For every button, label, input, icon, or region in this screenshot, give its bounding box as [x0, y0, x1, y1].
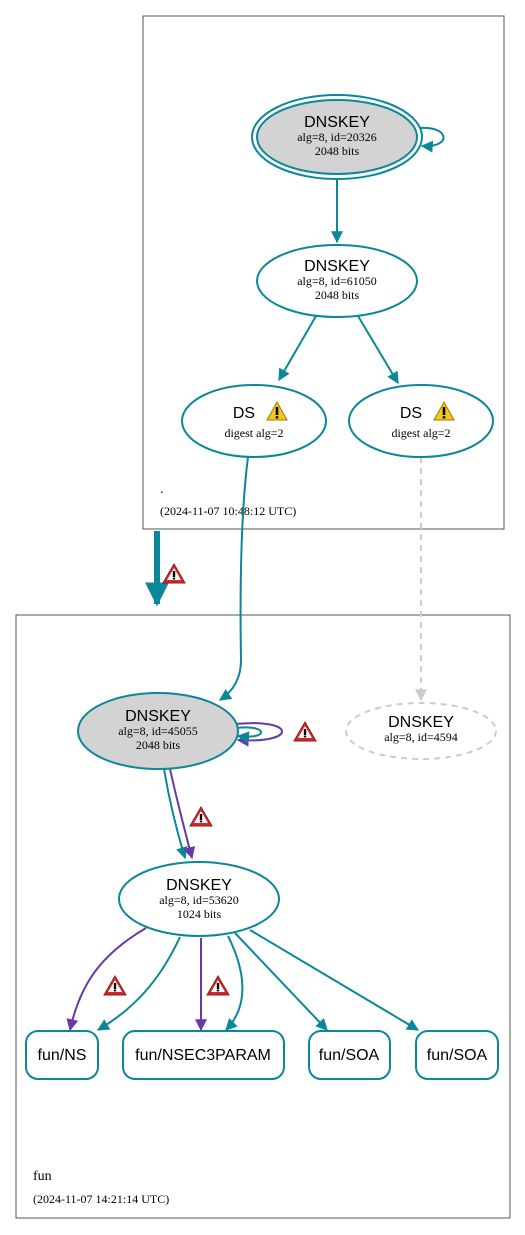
- node-line1: alg=8, id=20326: [297, 130, 377, 144]
- root-ksk-self-loop: [419, 126, 445, 153]
- edge-zsk-ns-purple: [66, 927, 147, 1032]
- record-name: fun/SOA: [319, 1047, 380, 1064]
- node-line2: 2048 bits: [315, 144, 360, 158]
- node-line1: digest alg=2: [224, 426, 283, 440]
- root-zone-box: [142, 15, 505, 530]
- edge-zsk-soa1: [234, 932, 328, 1031]
- node-line1: digest alg=2: [391, 426, 450, 440]
- edge-zsk-ns-teal: [96, 936, 181, 1031]
- record-fun-ns[interactable]: fun/NS: [25, 1030, 99, 1080]
- record-name: fun/SOA: [427, 1047, 488, 1064]
- fun-zone-timestamp: (2024-11-07 14:21:14 UTC): [33, 1192, 169, 1206]
- fun-ksk-self-loop-teal: [235, 726, 262, 744]
- node-fun-zsk[interactable]: DNSKEY alg=8, id=53620 1024 bits: [118, 861, 280, 937]
- edge-fun-ksk-zsk-purple: [169, 768, 196, 860]
- fun-ksk-loop-error-icon: [293, 721, 317, 742]
- root-zone-name: .: [160, 482, 164, 497]
- node-ds-1[interactable]: DS digest alg=2: [181, 384, 327, 458]
- delegation-error-icon: [162, 563, 186, 584]
- node-title: DNSKEY: [166, 877, 232, 894]
- nsec3param-error-icon: [206, 975, 230, 996]
- node-title: DS: [400, 405, 422, 422]
- edge-ds1-fun-ksk: [219, 456, 249, 701]
- node-title: DNSKEY: [125, 708, 191, 725]
- node-line1: alg=8, id=61050: [297, 274, 377, 288]
- node-fun-ksk[interactable]: DNSKEY alg=8, id=45055 2048 bits: [77, 692, 239, 770]
- node-line2: 2048 bits: [315, 288, 360, 302]
- fun-zone-name: fun: [33, 1169, 52, 1184]
- edge-zsk-nsec3param-teal: [225, 935, 244, 1031]
- node-line1: alg=8, id=53620: [159, 893, 239, 907]
- record-fun-soa-1[interactable]: fun/SOA: [308, 1030, 391, 1080]
- edge-fun-ksk-zsk-teal: [163, 768, 188, 860]
- ns-error-icon: [103, 975, 127, 996]
- node-title: DNSKEY: [304, 258, 370, 275]
- edge-zsk-soa2: [249, 929, 420, 1031]
- record-fun-soa-2[interactable]: fun/SOA: [415, 1030, 499, 1080]
- node-title: DS: [233, 405, 255, 422]
- node-line1: alg=8, id=4594: [384, 730, 458, 744]
- node-line2: 1024 bits: [177, 907, 222, 921]
- root-zone-timestamp: (2024-11-07 10:48:12 UTC): [160, 504, 296, 518]
- edge-root-zsk-ds2: [357, 315, 399, 385]
- edge-root-zsk-ds1: [278, 315, 317, 382]
- node-root-ksk[interactable]: DNSKEY alg=8, id=20326 2048 bits: [251, 94, 423, 180]
- node-ds-2[interactable]: DS digest alg=2: [348, 384, 494, 458]
- node-line2: 2048 bits: [136, 738, 181, 752]
- fun-ksk-self-loop-purple: [235, 722, 283, 747]
- node-root-zsk[interactable]: DNSKEY alg=8, id=61050 2048 bits: [256, 244, 418, 318]
- fun-ksk-zsk-error-icon: [189, 806, 213, 827]
- node-title: DNSKEY: [304, 114, 370, 131]
- node-line1: alg=8, id=45055: [118, 724, 198, 738]
- record-name: fun/NS: [38, 1047, 87, 1064]
- fun-zone-box: [15, 614, 511, 1219]
- record-fun-nsec3param[interactable]: fun/NSEC3PARAM: [122, 1030, 285, 1080]
- record-name: fun/NSEC3PARAM: [135, 1047, 271, 1064]
- node-fun-missing-dnskey[interactable]: DNSKEY alg=8, id=4594: [345, 702, 497, 760]
- node-title: DNSKEY: [388, 714, 454, 731]
